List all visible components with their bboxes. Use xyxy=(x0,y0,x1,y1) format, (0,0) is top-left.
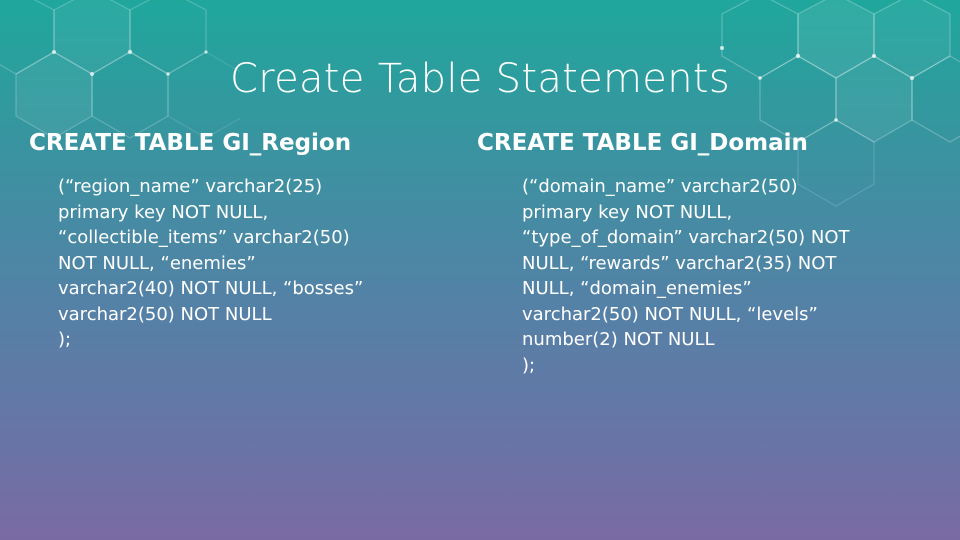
code-line: ); xyxy=(58,329,72,350)
code-line: NULL, “domain_enemies” xyxy=(522,278,752,299)
code-line: primary key NOT NULL, xyxy=(522,201,733,223)
code-line: NULL, “rewards” varchar2(35) NOT xyxy=(522,252,837,274)
code-line: “collectible_items” varchar2(50) xyxy=(58,227,350,248)
domain-table-definition: (“domain_name” varchar2(50) primary key … xyxy=(522,174,850,378)
code-line: (“domain_name” varchar2(50) xyxy=(522,176,798,197)
domain-table-heading: CREATE TABLE GI_Domain xyxy=(477,130,808,156)
code-line: varchar2(50) NOT NULL, “levels” xyxy=(522,303,818,325)
code-line: (“region_name” varchar2(25) xyxy=(58,176,323,197)
slide-title: Create Table Statements xyxy=(229,56,730,102)
region-table-heading: CREATE TABLE GI_Region xyxy=(29,130,352,156)
region-table-definition: (“region_name” varchar2(25) primary key … xyxy=(58,174,363,353)
code-line: number(2) NOT NULL xyxy=(522,329,715,350)
code-line: varchar2(50) NOT NULL xyxy=(58,303,272,325)
code-line: varchar2(40) NOT NULL, “bosses” xyxy=(58,278,364,299)
code-line: “type_of_domain” varchar2(50) NOT xyxy=(522,227,850,248)
code-line: primary key NOT NULL, xyxy=(58,201,269,223)
code-line: NOT NULL, “enemies” xyxy=(58,252,256,274)
code-line: ); xyxy=(522,354,536,376)
